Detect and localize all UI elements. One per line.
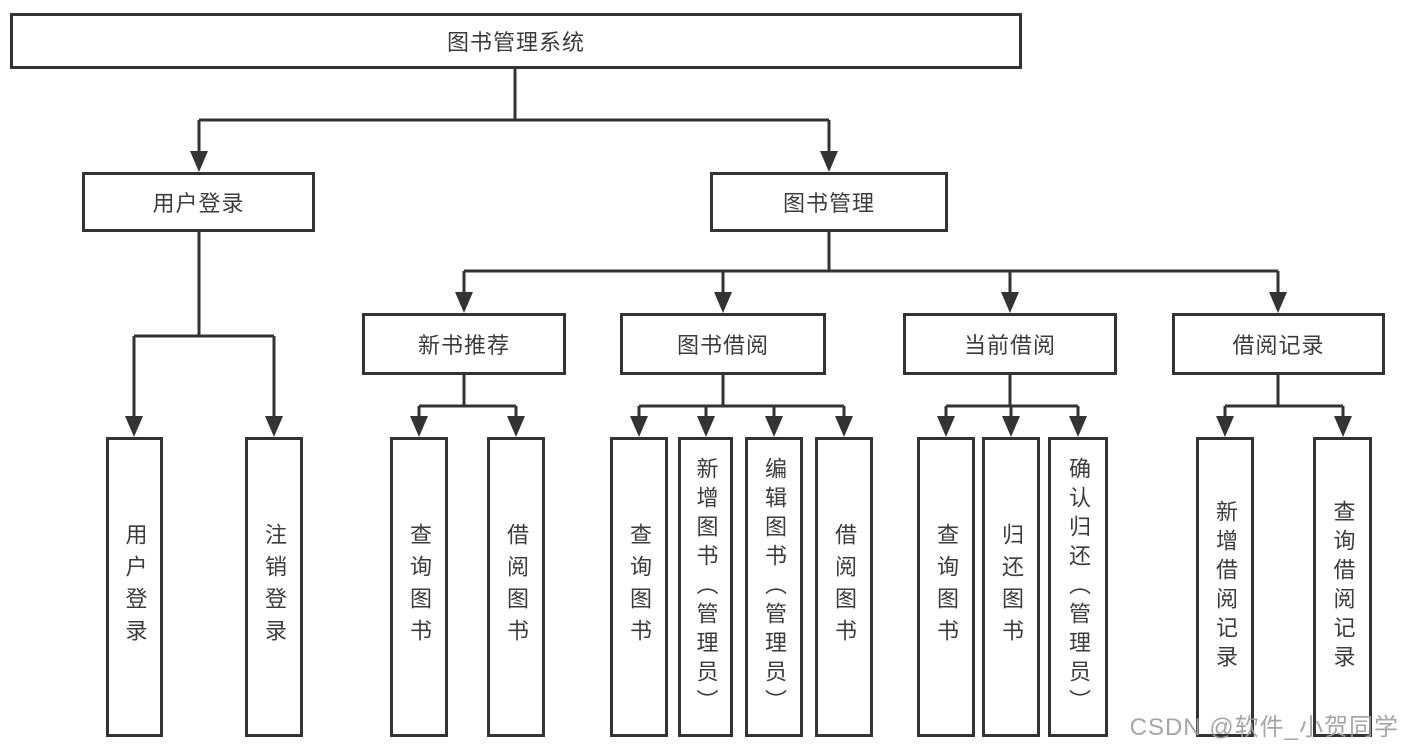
- leaf-label: 查询借阅记录: [1330, 500, 1356, 674]
- connector-book-management-to-level3: [462, 232, 1280, 294]
- arrowhead: [765, 416, 783, 437]
- arrowhead: [1334, 416, 1352, 437]
- arrowhead: [1269, 292, 1287, 313]
- connector-paths: [132, 68, 1345, 418]
- leaf-label: 查询图书: [934, 523, 959, 651]
- node-leaf-borrow-books: 借阅图书: [815, 437, 873, 737]
- connector-new-book-to-leaves: [417, 375, 518, 418]
- arrowhead: [820, 151, 838, 172]
- arrowhead: [1001, 292, 1019, 313]
- node-leaf-query-books-current: 查询图书: [917, 437, 975, 737]
- node-new-book-recommend: 新书推荐: [362, 313, 566, 375]
- node-leaf-add-books-admin: 新增图书（管理员）: [678, 437, 733, 737]
- node-leaf-return-books: 归还图书: [982, 437, 1040, 737]
- connector-user-login-to-leaves: [132, 232, 276, 418]
- arrowhead: [937, 416, 955, 437]
- connector-records-to-leaves: [1223, 375, 1345, 418]
- connector-current-borrow-to-leaves: [944, 375, 1080, 418]
- arrowhead: [190, 151, 208, 172]
- arrowhead: [714, 292, 732, 313]
- leaf-label: 借阅图书: [504, 523, 529, 651]
- leaf-label: 用户登录: [122, 523, 148, 651]
- node-leaf-query-books-borrowing: 查询图书: [610, 437, 668, 737]
- arrowhead: [1069, 416, 1087, 437]
- arrowhead: [630, 416, 648, 437]
- leaf-label: 注销登录: [262, 523, 287, 651]
- leaf-label: 查询图书: [407, 523, 432, 651]
- node-leaf-add-borrow-record: 新增借阅记录: [1196, 437, 1254, 737]
- node-book-borrowing: 图书借阅: [620, 313, 826, 375]
- node-borrowing-records: 借阅记录: [1172, 313, 1385, 375]
- node-current-borrowing: 当前借阅: [903, 313, 1117, 375]
- node-leaf-query-borrow-record: 查询借阅记录: [1313, 437, 1372, 737]
- node-user-login: 用户登录: [82, 172, 315, 232]
- csdn-watermark: CSDN @软件_小贺同学: [1129, 714, 1399, 741]
- arrowhead: [697, 416, 715, 437]
- arrowhead: [410, 416, 428, 437]
- leaf-label: 查询图书: [627, 523, 652, 651]
- node-leaf-logout: 注销登录: [245, 437, 303, 737]
- node-leaf-user-login: 用户登录: [106, 437, 163, 737]
- arrowhead: [1216, 416, 1234, 437]
- node-leaf-confirm-return-admin: 确认归还（管理员）: [1048, 437, 1108, 737]
- leaf-label: 确认归还（管理员）: [1066, 456, 1091, 718]
- arrowhead: [507, 416, 525, 437]
- arrowhead: [455, 292, 473, 313]
- leaf-label: 归还图书: [999, 523, 1024, 651]
- arrowhead: [265, 416, 283, 437]
- leaf-label: 编辑图书（管理员）: [762, 456, 787, 718]
- node-book-management: 图书管理: [710, 172, 948, 232]
- node-leaf-borrow-books-recommend: 借阅图书: [487, 437, 545, 737]
- arrowhead: [125, 416, 143, 437]
- arrowhead: [835, 416, 853, 437]
- leaf-label: 借阅图书: [832, 523, 857, 651]
- arrowhead: [1002, 416, 1020, 437]
- node-leaf-query-books-recommend: 查询图书: [390, 437, 448, 737]
- node-root-system: 图书管理系统: [10, 13, 1022, 69]
- node-leaf-edit-books-admin: 编辑图书（管理员）: [745, 437, 803, 737]
- leaf-label: 新增借阅记录: [1213, 500, 1238, 674]
- leaf-label: 新增图书（管理员）: [693, 456, 719, 718]
- arrowheads: [125, 151, 1352, 437]
- connector-root-to-level2: [197, 68, 831, 153]
- connector-book-borrow-to-leaves: [637, 375, 846, 418]
